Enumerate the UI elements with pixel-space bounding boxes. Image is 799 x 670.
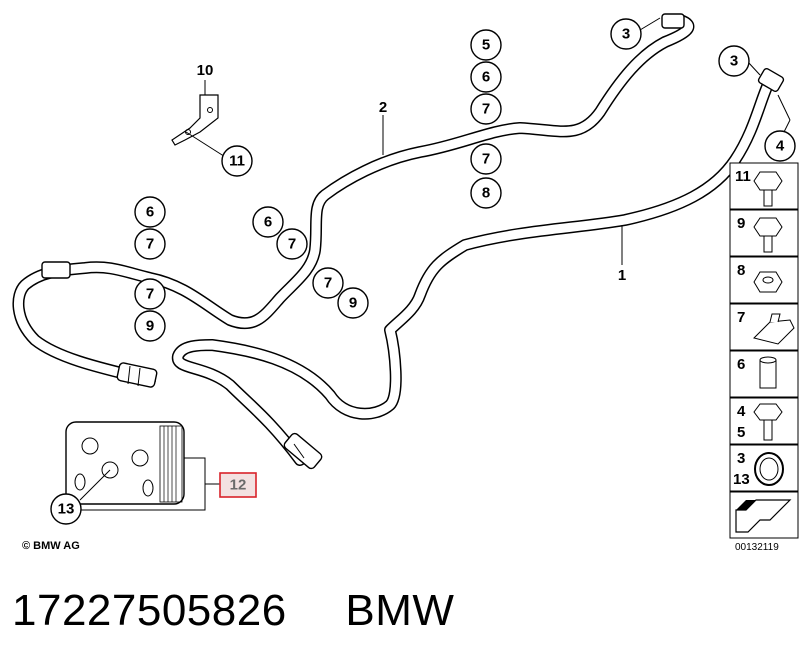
callout-11-label: 11 (229, 153, 245, 170)
legend-label-3: 3 (737, 450, 745, 467)
callout-9-left-label: 9 (146, 318, 154, 335)
legend-row-9: 9 (729, 209, 799, 257)
callout-7-top-a-label: 7 (482, 101, 490, 118)
legend-label-4: 4 (737, 403, 746, 420)
arrow-icon (735, 499, 792, 533)
callout-12-highlight[interactable]: 12 (219, 472, 257, 498)
callout-7-top-a: 7 (470, 93, 502, 125)
callout-9-mid-label: 9 (349, 295, 357, 312)
callout-3-right-label: 3 (730, 53, 738, 70)
part-caption: 17227505826 BMW (12, 586, 454, 636)
callout-6-top-label: 6 (482, 69, 490, 86)
callout-12-label: 12 (230, 477, 247, 494)
callout-3-right: 3 (718, 45, 750, 77)
sleeve-nut-icon (759, 356, 777, 389)
callout-13-label: 13 (58, 501, 75, 518)
callout-5-label: 5 (482, 37, 490, 54)
hex-bolt-icon (753, 217, 783, 253)
legend-row-arrow (729, 491, 799, 539)
callout-1: 1 (618, 267, 626, 284)
callout-2-label: 2 (379, 99, 387, 116)
hex-flange-bolt-icon (753, 171, 783, 207)
callout-4-label: 4 (776, 138, 785, 155)
legend-label-13: 13 (733, 471, 750, 488)
pipe-fitting-left (116, 362, 158, 388)
legend-label-8: 8 (737, 262, 745, 279)
brand-name: BMW (345, 586, 455, 635)
legend-label-6: 6 (737, 356, 745, 373)
pipe-fitting-right (283, 432, 323, 470)
callout-7-left-b-label: 7 (146, 286, 154, 303)
callout-7-left-a-label: 7 (146, 236, 154, 253)
legend-label-7: 7 (737, 309, 745, 326)
callout-7-top-b-label: 7 (482, 151, 490, 168)
callout-7-mid-a: 7 (276, 228, 308, 260)
legend-row-7: 7 (729, 303, 799, 351)
copyright-notice: © BMW AG (22, 540, 80, 552)
oil-cooler (65, 421, 185, 505)
callout-8-label: 8 (482, 185, 490, 202)
callout-7-mid-b-label: 7 (324, 275, 332, 292)
callout-6-mid-label: 6 (264, 214, 272, 231)
legend-label-11: 11 (735, 168, 751, 185)
callout-13: 13 (50, 493, 82, 525)
pipe-clip-icon (753, 313, 795, 345)
diagram-id: 00132119 (735, 542, 779, 553)
callout-2: 2 (379, 99, 387, 116)
legend-label-9: 9 (737, 215, 745, 232)
pipe-1 (171, 74, 776, 466)
callout-6-left-label: 6 (146, 204, 154, 221)
callout-10-label: 10 (197, 62, 214, 79)
legend-label-5: 5 (737, 424, 745, 441)
callout-6-mid: 6 (252, 206, 284, 238)
callout-5: 5 (470, 29, 502, 61)
callout-10: 10 (197, 62, 214, 79)
legend-row-3-13: 3 13 (729, 444, 799, 492)
legend-panel: 11 9 8 7 (729, 162, 799, 539)
callout-7-mid-a-label: 7 (288, 236, 296, 253)
pipe-2 (12, 14, 695, 386)
callout-11: 11 (221, 145, 253, 177)
legend-row-8: 8 (729, 256, 799, 304)
pipe-fitting-top-left (41, 261, 71, 279)
pipe-fitting-top-right (661, 13, 785, 93)
callout-6-top: 6 (470, 61, 502, 93)
callout-8: 8 (470, 177, 502, 209)
hex-nut-icon (753, 271, 783, 293)
callout-3-top-label: 3 (622, 26, 630, 43)
highlight-box (219, 472, 257, 498)
mounting-bracket (171, 94, 219, 146)
callout-7-mid-b: 7 (312, 267, 344, 299)
callout-1-label: 1 (618, 267, 626, 284)
callout-7-left-b: 7 (134, 278, 166, 310)
callout-9-left: 9 (134, 310, 166, 342)
callout-9-mid: 9 (337, 287, 369, 319)
callout-6-left: 6 (134, 196, 166, 228)
sealing-ring-icon (754, 452, 784, 486)
legend-row-4-5: 4 5 (729, 397, 799, 445)
callout-7-top-b: 7 (470, 143, 502, 175)
callout-4: 4 (764, 130, 796, 162)
callout-3-top: 3 (610, 18, 642, 50)
callout-7-left-a: 7 (134, 228, 166, 260)
part-number: 17227505826 (12, 586, 287, 635)
legend-row-6: 6 (729, 350, 799, 398)
banjo-bolt-icon (753, 403, 783, 441)
legend-row-11: 11 (729, 162, 799, 210)
